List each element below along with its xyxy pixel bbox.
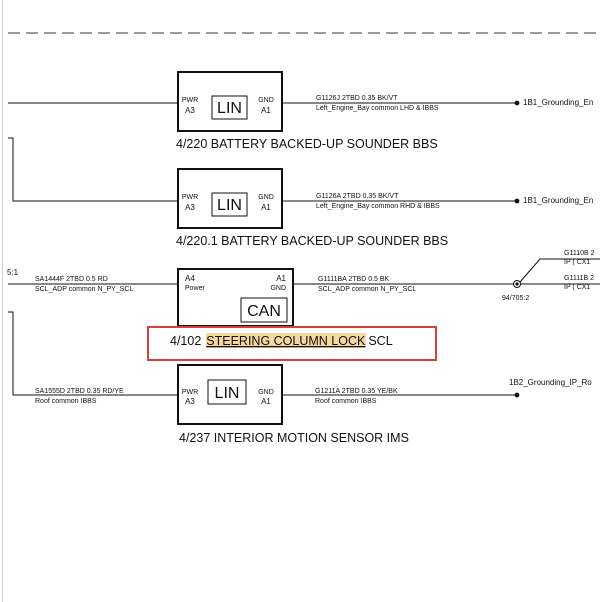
left-wire-description: Roof common IBBS <box>35 398 97 405</box>
branch-bottom-description: IP ( CX1 <box>564 284 590 291</box>
wire-code: G1211A 2TBD 0.35 YE/BK <box>315 388 398 395</box>
pin-left-number: A3 <box>185 106 195 115</box>
pin-right-name: GND <box>258 194 274 201</box>
pin-right-number: A1 <box>276 274 286 283</box>
wire-description: Roof common IBBS <box>315 398 377 405</box>
ground-connector-dot <box>514 100 520 106</box>
module-4-220-1[interactable]: LIN PWR A3 GND A1 G1126A 2TBD 0.35 BK/VT… <box>8 137 593 248</box>
pin-right-name: GND <box>258 389 274 396</box>
component-name-highlighted: STEERING COLUMN LOCK <box>206 334 366 348</box>
power-wire-line <box>8 311 178 396</box>
pin-left-name: PWR <box>182 97 198 104</box>
branch-bottom-code: G1111B 2 <box>564 275 594 282</box>
splice-dot <box>515 282 519 286</box>
module-4-102[interactable]: 5:1 SA1444F 2TBD 0.5 RD SCL_ADP common N… <box>7 250 600 361</box>
branch-top-wire-line <box>519 258 600 283</box>
wire-code: G1126A 2TBD 0.35 BK/VT <box>316 193 399 200</box>
component-abbreviation: SCL <box>368 334 392 348</box>
module-type-label: CAN <box>247 303 281 320</box>
can-label-box <box>240 297 288 323</box>
ground-destination-label: 1B2_Grounding_IP_Ro <box>509 378 592 387</box>
pin-left-number: A4 <box>185 274 195 283</box>
left-sheet-reference: 5:1 <box>7 268 19 277</box>
ground-destination-label: 1B1_Grounding_En <box>523 196 593 205</box>
wire-code: G1126J 2TBD 0.35 BK/VT <box>316 95 398 102</box>
ground-connector-dot <box>514 198 520 204</box>
wire-description: Left_Engine_Bay common RHD & IBBS <box>316 203 440 210</box>
pin-left-number: A3 <box>185 203 195 212</box>
ground-connector-dot <box>514 392 520 398</box>
pin-right-number: A1 <box>261 397 271 406</box>
pin-left-name: PWR <box>182 194 198 201</box>
branch-top-description: IP ( CX1 <box>564 259 590 266</box>
selection-highlight-box <box>147 326 437 361</box>
left-wire-description: SCL_ADP common N_PY_SCL <box>35 286 133 293</box>
component-title: 4/237 INTERIOR MOTION SENSOR IMS <box>179 431 409 445</box>
wire-code: G1111BA 2TBD 0.5 BK <box>318 276 390 283</box>
module-type-label: LIN <box>215 385 240 402</box>
component-title: 4/220 BATTERY BACKED-UP SOUNDER BBS <box>176 137 438 151</box>
component-number: 4/102 <box>170 334 201 348</box>
module-type-label: LIN <box>217 197 242 214</box>
wire-description: SCL_ADP common N_PY_SCL <box>318 286 416 293</box>
ground-destination-label: 1B1_Grounding_En <box>523 98 593 107</box>
pin-right-number: A1 <box>261 106 271 115</box>
pin-left-name: Power <box>185 285 206 292</box>
pin-right-name: GND <box>258 97 274 104</box>
module-type-label: LIN <box>217 100 242 117</box>
pin-right-name: GND <box>270 285 286 292</box>
branch-top-code: G1110B 2 <box>564 250 595 257</box>
text-highlight-fill <box>206 333 366 348</box>
pin-left-number: A3 <box>185 397 195 406</box>
lin-label-box <box>211 95 248 120</box>
pin-left-name: PWR <box>182 389 198 396</box>
lin-label-box <box>211 192 248 217</box>
wire-description: Left_Engine_Bay common LHD & IBBS <box>316 105 439 112</box>
module-4-237[interactable]: SA1555D 2TBD 0.35 RD/YE Roof common IBBS… <box>8 311 592 445</box>
left-wire-code: SA1555D 2TBD 0.35 RD/YE <box>35 388 124 395</box>
left-wire-code: SA1444F 2TBD 0.5 RD <box>35 276 108 283</box>
component-title: 4/220.1 BATTERY BACKED-UP SOUNDER BBS <box>176 234 448 248</box>
power-wire-line <box>8 137 178 202</box>
splice-label: 94/705:2 <box>502 295 529 302</box>
module-4-220[interactable]: LIN PWR A3 GND A1 G1126J 2TBD 0.35 BK/VT… <box>8 71 593 151</box>
lin-label-box <box>207 379 247 405</box>
pin-right-number: A1 <box>261 203 271 212</box>
